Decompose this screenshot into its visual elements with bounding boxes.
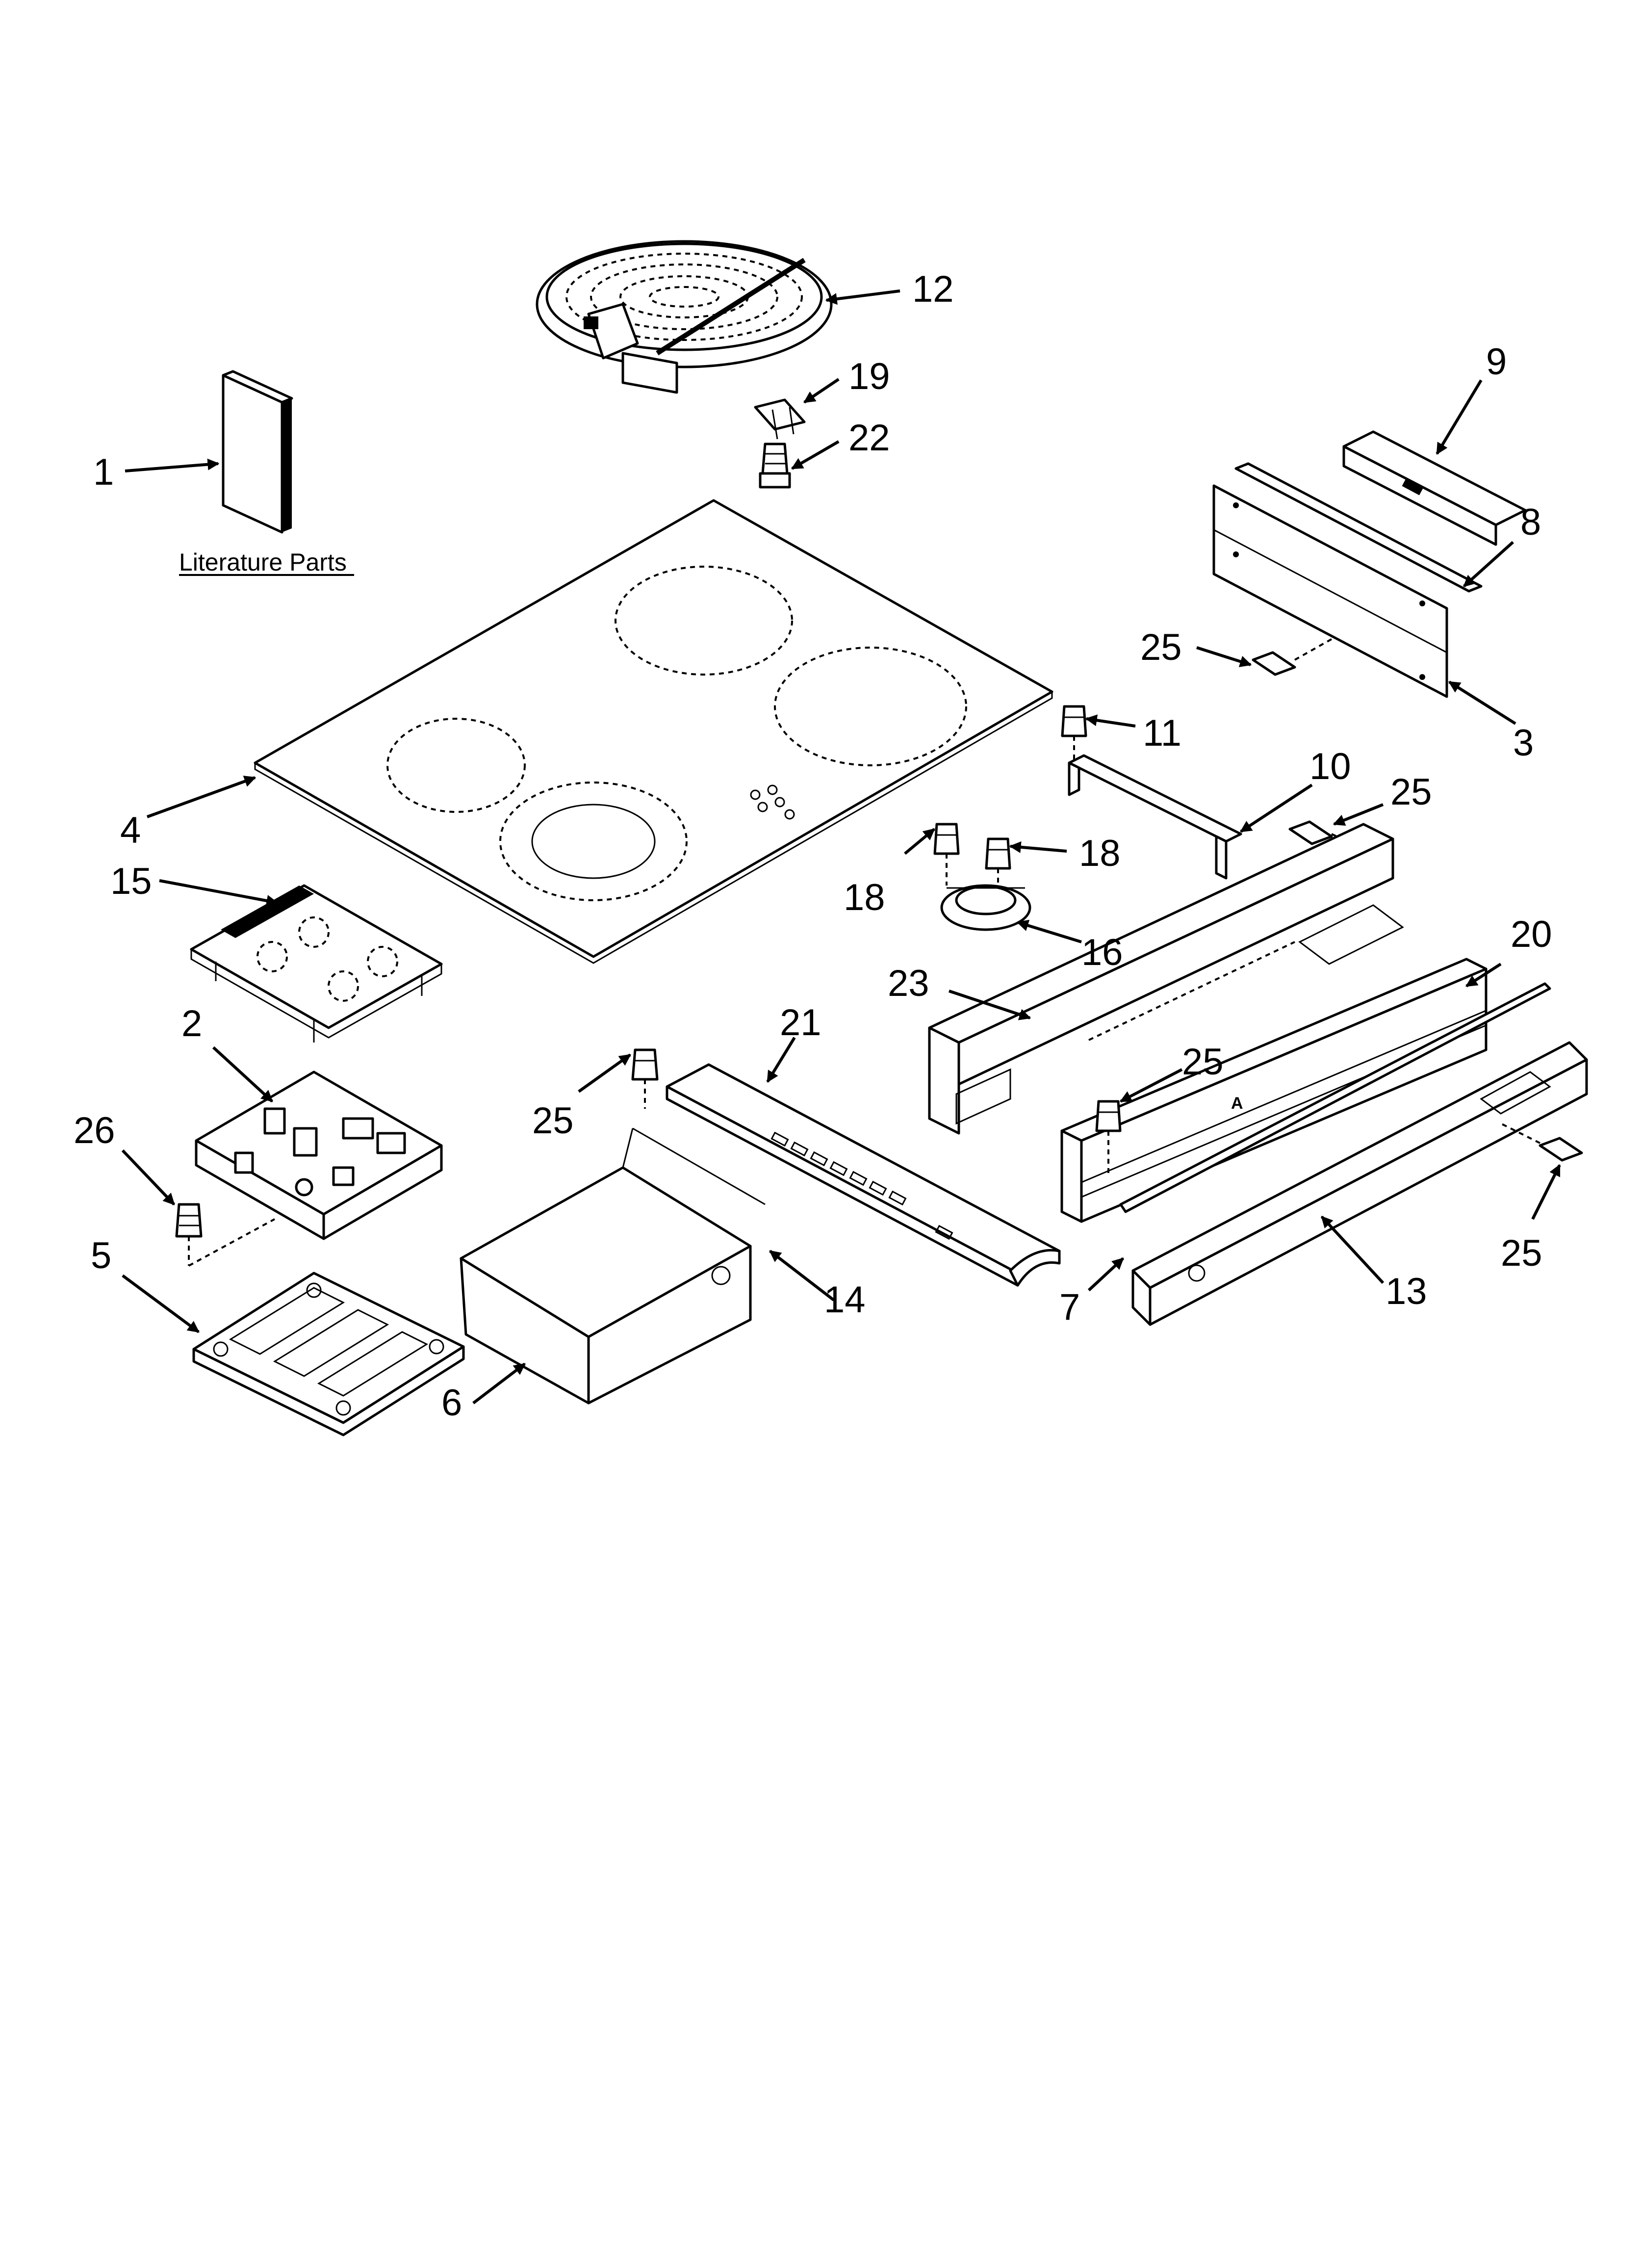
callout-25-left-rail: 25 xyxy=(1182,1041,1224,1083)
callout-7: 7 xyxy=(1059,1286,1080,1328)
callout-23: 23 xyxy=(888,963,929,1004)
callout-3: 3 xyxy=(1513,722,1534,764)
callout-leaders xyxy=(121,289,1561,1405)
front-trim-21 xyxy=(666,1063,1061,1287)
callout-labels: 1 2 3 4 5 6 7 8 9 10 11 12 13 14 15 16 1… xyxy=(74,268,1552,1424)
callout-25-rail: 25 xyxy=(1390,771,1432,813)
callout-10: 10 xyxy=(1309,746,1351,787)
literature-parts-label: Literature Parts xyxy=(179,548,347,576)
bottom-plate xyxy=(192,1272,465,1436)
callout-22: 22 xyxy=(848,417,890,459)
callout-14: 14 xyxy=(824,1279,866,1321)
callout-25-rear: 25 xyxy=(1140,626,1182,668)
limiter-16 xyxy=(940,884,1031,931)
control-board xyxy=(190,884,443,1043)
element-clip xyxy=(754,398,806,440)
callout-16: 16 xyxy=(1081,932,1123,973)
strip-7 xyxy=(1119,982,1551,1213)
electronic-control-assembly xyxy=(195,1070,443,1240)
screw-26 xyxy=(175,1203,275,1267)
callout-26: 26 xyxy=(74,1110,115,1151)
callout-25-side: 25 xyxy=(1501,1232,1542,1274)
strip-8 xyxy=(1234,462,1483,593)
glass-cooktop xyxy=(254,499,1053,964)
callout-18-right: 18 xyxy=(1079,833,1121,874)
callout-13: 13 xyxy=(1385,1271,1427,1312)
screw-25-side xyxy=(1500,1122,1583,1162)
rail-marking: A xyxy=(1231,1094,1243,1113)
literature-parts-book xyxy=(222,370,293,534)
screw-25-rail xyxy=(1288,820,1359,847)
callout-25-front: 25 xyxy=(532,1100,574,1142)
control-box-shield xyxy=(460,1127,766,1405)
callout-15: 15 xyxy=(110,860,152,902)
screw-25-left-rail xyxy=(1095,1100,1122,1177)
callout-4: 4 xyxy=(120,809,141,851)
callout-21: 21 xyxy=(780,1002,821,1043)
callout-5: 5 xyxy=(91,1235,111,1277)
callout-9: 9 xyxy=(1486,341,1507,383)
screw-18-left xyxy=(933,823,960,886)
vented-rail-23 xyxy=(928,823,1404,1135)
bracket-10 xyxy=(1068,754,1242,880)
screw-18-right xyxy=(985,837,1011,886)
callout-18-left: 18 xyxy=(844,877,885,918)
radiant-surface-element xyxy=(536,240,833,394)
callout-20: 20 xyxy=(1511,913,1552,955)
screw-22 xyxy=(759,443,791,489)
callout-12: 12 xyxy=(912,268,954,310)
rail-20: A xyxy=(1060,958,1488,1223)
side-rail-13 xyxy=(1131,1041,1588,1326)
screw-25-front xyxy=(631,1048,659,1109)
rear-bracket-3 xyxy=(1212,484,1448,698)
callout-19: 19 xyxy=(848,356,890,397)
callout-6: 6 xyxy=(441,1382,462,1424)
callout-11: 11 xyxy=(1143,712,1181,754)
callout-1: 1 xyxy=(93,451,114,493)
screw-25-rear xyxy=(1252,637,1334,676)
callout-8: 8 xyxy=(1520,501,1541,543)
bracket-9 xyxy=(1342,430,1527,546)
screw-11 xyxy=(1061,705,1087,763)
callout-2: 2 xyxy=(181,1003,202,1044)
